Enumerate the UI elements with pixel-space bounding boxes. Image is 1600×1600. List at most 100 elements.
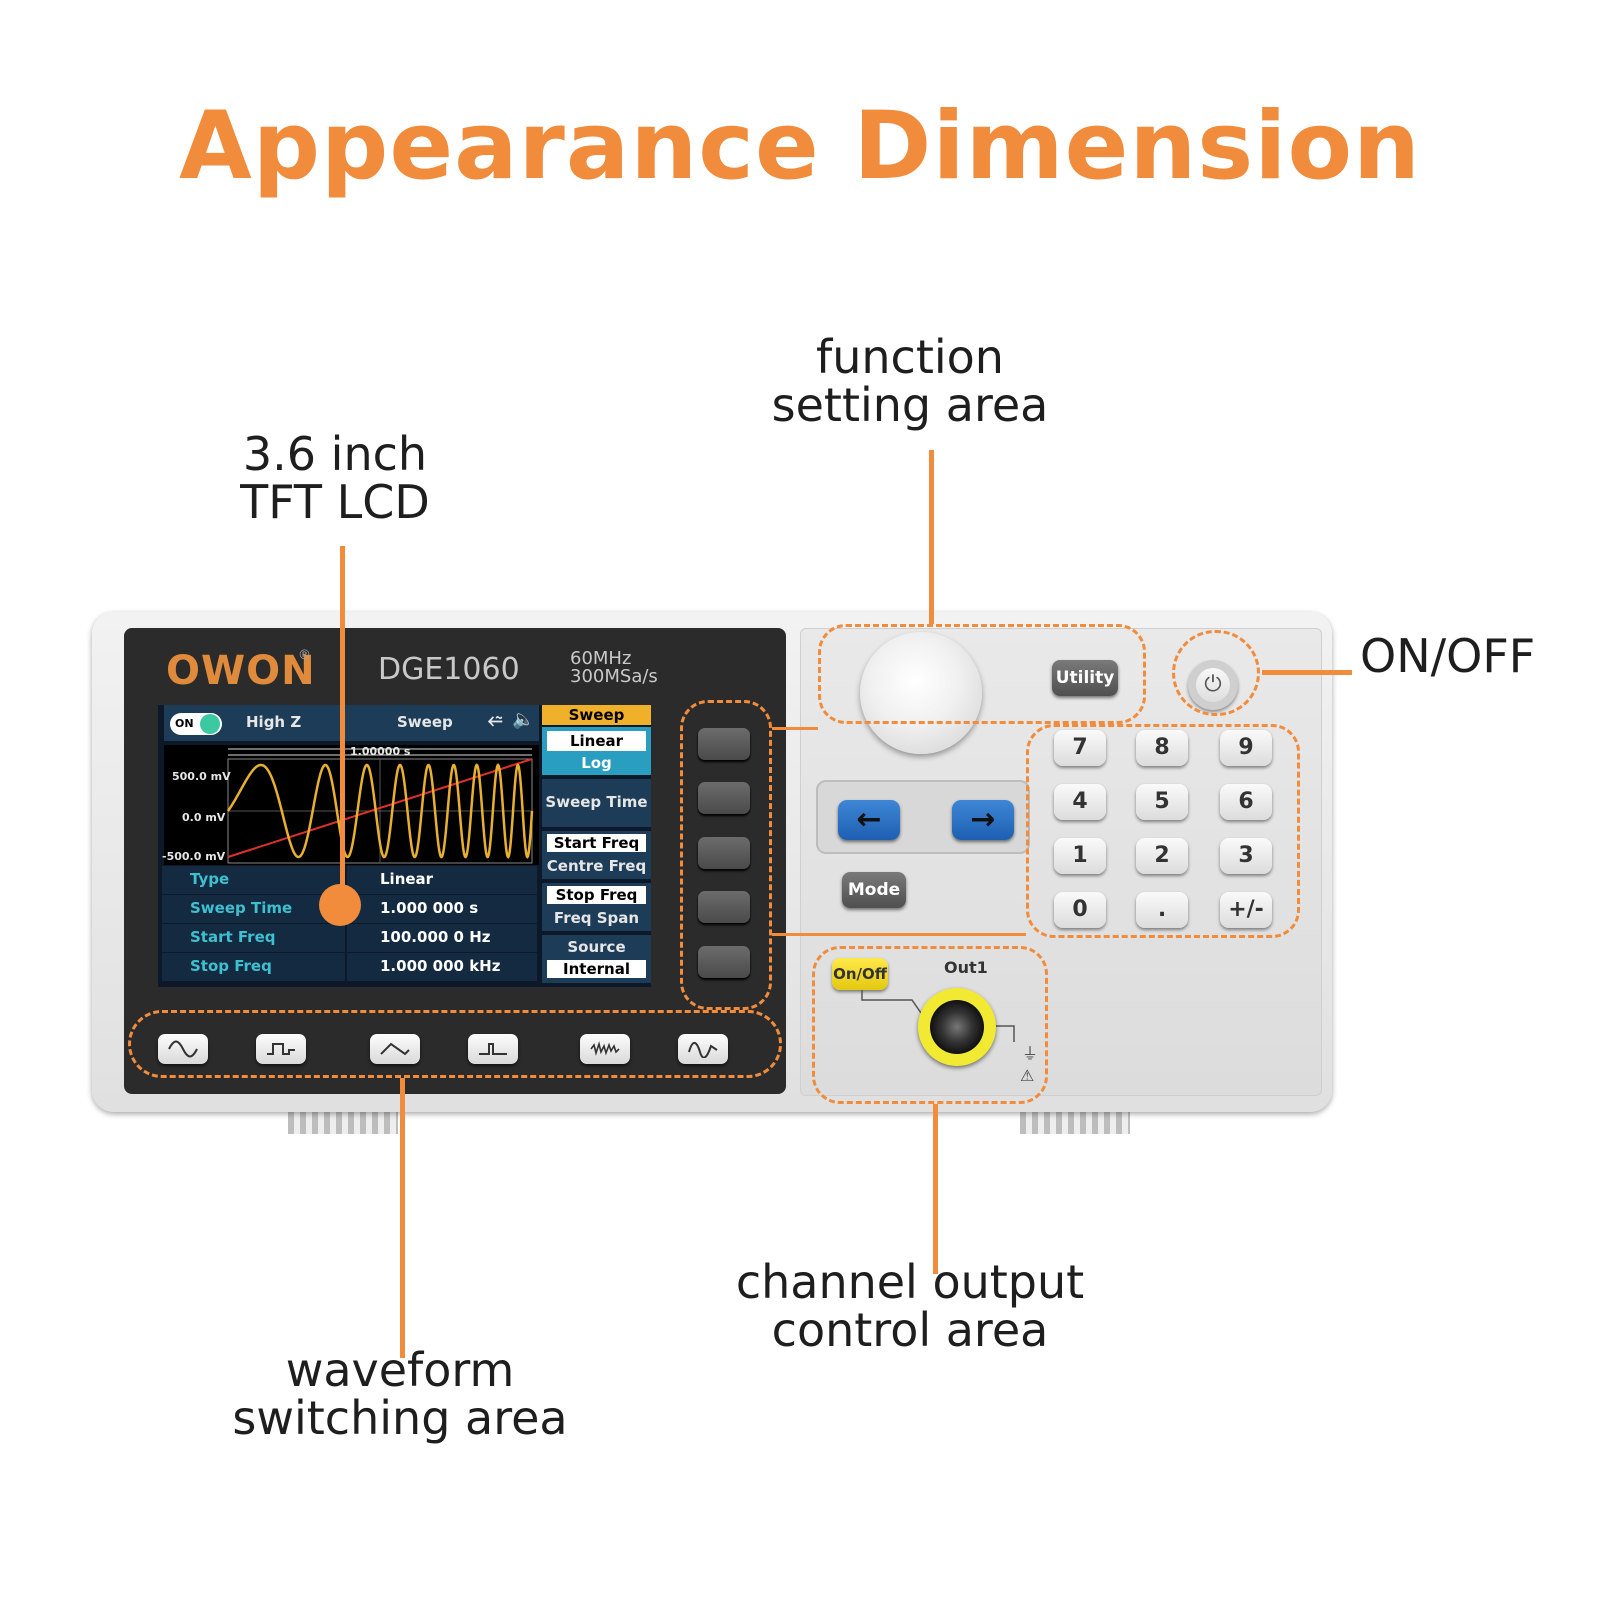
softkey-source: Source Internal	[542, 935, 651, 983]
key-8[interactable]: 8	[1136, 730, 1188, 766]
softkey-button-3[interactable]	[698, 837, 750, 869]
waveform-area-outline	[128, 1010, 782, 1078]
y-label-top: 500.0 mV	[172, 770, 231, 783]
ground-icon: ⏚	[1022, 1044, 1039, 1063]
param-row: Stop Freq 1.000 000 kHz	[162, 953, 537, 982]
softkey-stop-freq-label: Stop Freq	[547, 886, 646, 904]
softkey-linear: Linear	[547, 731, 646, 751]
softkey-button-4[interactable]	[698, 891, 750, 923]
mode-label: Sweep	[397, 713, 453, 731]
function-area-outline	[818, 624, 1146, 724]
param-value: 1.000 000 kHz	[380, 957, 501, 975]
arbitrary-wave-button[interactable]	[678, 1034, 728, 1064]
softkey-centre-freq-label: Centre Freq	[546, 857, 647, 875]
key-6[interactable]: 6	[1220, 784, 1272, 820]
callout-lcd: 3.6 inch TFT LCD	[210, 430, 460, 526]
softkey-button-2[interactable]	[698, 782, 750, 814]
right-arrow-button[interactable]: →	[952, 800, 1014, 840]
softkey-freq-span-label: Freq Span	[553, 909, 640, 927]
key-5[interactable]: 5	[1136, 784, 1188, 820]
softkey-internal-label: Internal	[547, 960, 646, 978]
callout-onoff: ON/OFF	[1360, 629, 1536, 683]
waveform-svg	[226, 748, 534, 864]
channel-toggle-knob	[200, 714, 220, 734]
vent-feet-right	[1020, 1112, 1130, 1134]
softkey-button-1[interactable]	[698, 728, 750, 760]
key-0[interactable]: 0	[1054, 892, 1106, 928]
callout-channel-line2: control area	[771, 1303, 1049, 1357]
mode-button[interactable]: Mode	[842, 872, 906, 908]
numpad-area-outline	[1026, 724, 1300, 938]
callout-function-line1: function	[816, 330, 1004, 384]
param-label: Type	[190, 870, 230, 888]
param-value: Linear	[380, 870, 434, 888]
time-marker: 1.00000 s	[350, 745, 411, 758]
pulse-wave-button[interactable]	[468, 1034, 518, 1064]
softkey-start-freq: Start Freq Centre Freq	[542, 831, 651, 879]
leader-lcd	[340, 546, 345, 904]
left-arrow-button[interactable]: ←	[838, 800, 900, 840]
registered-mark: ®	[298, 648, 311, 663]
status-bar	[164, 705, 539, 741]
leader-softkey-h1	[772, 727, 818, 730]
leader-softkey-h2	[772, 933, 1026, 936]
channel-area-outline	[812, 946, 1048, 1104]
bnc-connector-inner	[930, 1000, 984, 1054]
spec-samplerate: 300MSa/s	[570, 666, 658, 687]
key-3[interactable]: 3	[1220, 838, 1272, 874]
callout-function-line2: setting area	[771, 378, 1049, 432]
pulse-icon	[479, 1043, 507, 1055]
param-row: Start Freq 100.000 0 Hz	[162, 924, 537, 953]
param-label: Stop Freq	[190, 957, 272, 975]
speaker-icon: 🔈	[512, 709, 535, 730]
param-value: 100.000 0 Hz	[380, 928, 491, 946]
impedance-label: High Z	[246, 713, 302, 731]
key-9[interactable]: 9	[1220, 730, 1272, 766]
square-wave-button[interactable]	[256, 1034, 306, 1064]
sine-wave-button[interactable]	[158, 1034, 208, 1064]
callout-lcd-line1: 3.6 inch	[242, 427, 428, 481]
softkey-menu-title: Sweep	[542, 705, 651, 725]
key-plus-minus[interactable]: +/-	[1220, 892, 1272, 928]
leader-function	[929, 450, 934, 624]
softkey-stop-freq: Stop Freq Freq Span	[542, 883, 651, 931]
softkey-sweep-time: Sweep Time	[542, 779, 651, 827]
key-2[interactable]: 2	[1136, 838, 1188, 874]
key-dot[interactable]: .	[1136, 892, 1188, 928]
ramp-wave-button[interactable]	[370, 1034, 420, 1064]
rotary-knob[interactable]	[860, 632, 982, 754]
page-title: Appearance Dimension	[179, 92, 1421, 201]
softkey-sweep-time-label: Sweep Time	[545, 793, 648, 811]
softkey-start-freq-label: Start Freq	[547, 834, 646, 852]
callout-function: function setting area	[720, 333, 1100, 429]
key-1[interactable]: 1	[1054, 838, 1106, 874]
callout-waveform-line2: switching area	[232, 1391, 568, 1445]
noise-icon	[590, 1041, 620, 1056]
ramp-icon	[380, 1042, 410, 1056]
key-4[interactable]: 4	[1054, 784, 1106, 820]
spec-bandwidth: 60MHz	[570, 648, 632, 669]
param-label: Start Freq	[190, 928, 276, 946]
sine-icon	[168, 1040, 198, 1058]
softkey-button-5[interactable]	[698, 946, 750, 978]
channel-toggle-label: ON	[175, 717, 194, 730]
softkey-source-label: Source	[567, 938, 626, 956]
leader-lcd-dot	[319, 884, 361, 926]
softkey-area-outline	[680, 700, 772, 1010]
leader-channel	[933, 1104, 938, 1274]
param-label: Sweep Time	[190, 899, 293, 917]
arbitrary-icon	[688, 1042, 718, 1058]
spec-label: 60MHz 300MSa/s	[570, 650, 658, 686]
callout-channel-line1: channel output	[735, 1255, 1085, 1309]
square-icon	[267, 1043, 295, 1055]
softkey-log: Log	[581, 754, 612, 772]
utility-button[interactable]: Utility	[1052, 660, 1118, 696]
y-label-mid: 0.0 mV	[182, 811, 226, 824]
out1-label: Out1	[944, 958, 988, 977]
param-value: 1.000 000 s	[380, 899, 479, 917]
key-7[interactable]: 7	[1054, 730, 1106, 766]
callout-channel: channel output control area	[720, 1258, 1100, 1354]
y-label-bottom: -500.0 mV	[162, 850, 226, 863]
channel-onoff-button[interactable]: On/Off	[832, 958, 888, 990]
noise-wave-button[interactable]	[580, 1034, 630, 1064]
